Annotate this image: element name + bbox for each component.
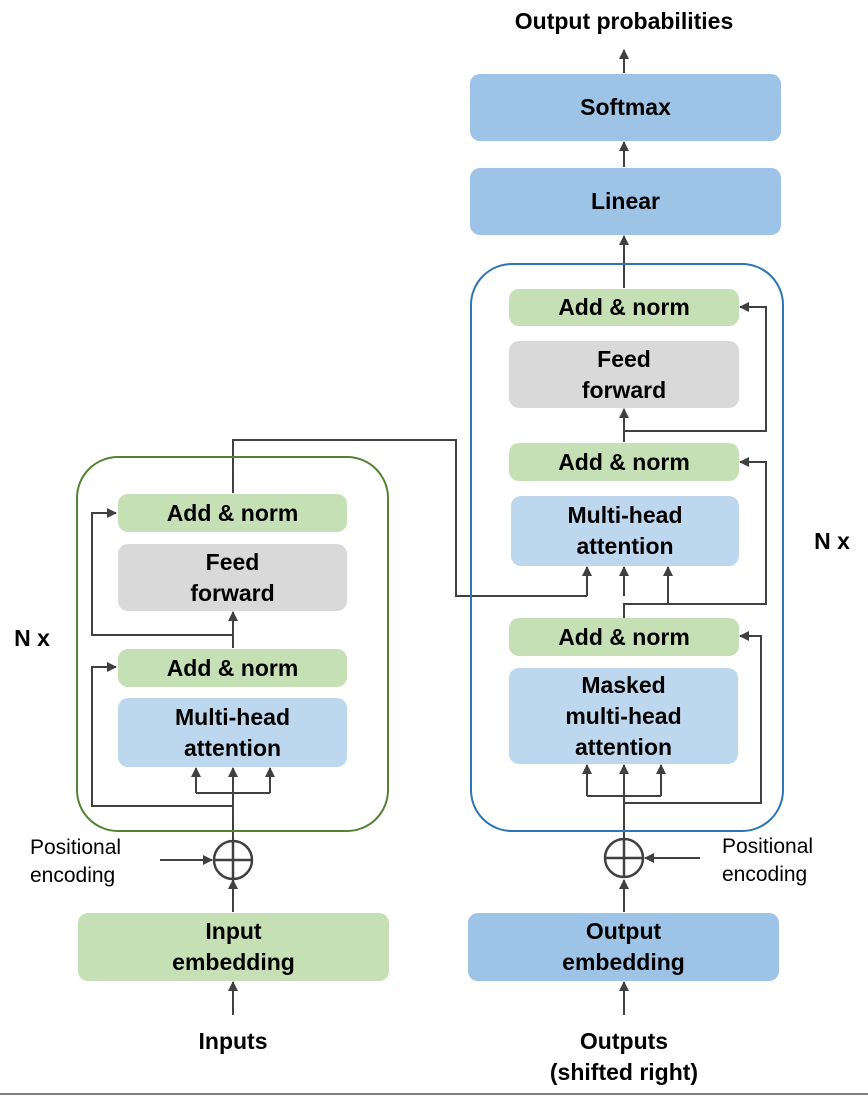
enc-residual-1 <box>91 662 233 807</box>
output-probabilities-label: Output probabilities <box>514 8 734 34</box>
decoder-feed-forward: Feed forward <box>509 341 739 408</box>
dec-residual-3 <box>624 302 767 432</box>
outputs-shifted-right-label: Outputs (shifted right) <box>549 1028 699 1085</box>
enc-residual-2 <box>91 508 233 636</box>
dec-residual-2 <box>668 457 767 605</box>
encoder-feed-forward: Feed forward <box>118 544 347 611</box>
encoder-positional-encoding-label: Positional encoding <box>30 836 122 887</box>
linear-layer: Linear <box>470 168 781 235</box>
decoder-add-norm-bottom: Add & norm <box>509 618 739 656</box>
inputs-label: Inputs <box>198 1028 268 1054</box>
encoder-multi-head-attention: Multi-head attention <box>118 698 347 767</box>
decoder-add-norm-mid: Add & norm <box>509 443 739 481</box>
dec-addnorm1-to-cross <box>623 566 673 620</box>
dec-residual-1 <box>624 631 762 804</box>
encoder-frame <box>76 456 389 832</box>
encoder-add-norm-bottom: Add & norm <box>118 649 347 687</box>
circle-plus-icon <box>603 837 645 879</box>
decoder-frame <box>470 263 784 832</box>
output-embedding: Output embedding <box>468 913 779 981</box>
decoder-cross-attention: Multi-head attention <box>511 496 739 566</box>
decoder-repeat-label: N x <box>814 528 850 554</box>
decoder-masked-attention: Masked multi-head attention <box>509 668 738 764</box>
softmax-layer: Softmax <box>470 74 781 141</box>
circle-plus-icon <box>212 839 254 881</box>
decoder-positional-encoding-label: Positional encoding <box>722 835 814 886</box>
encoder-add-norm-top: Add & norm <box>118 494 347 532</box>
input-embedding: Input embedding <box>78 913 389 981</box>
bottom-divider <box>0 1093 868 1095</box>
encoder-repeat-label: N x <box>14 625 50 651</box>
decoder-add-norm-top: Add & norm <box>509 289 739 326</box>
